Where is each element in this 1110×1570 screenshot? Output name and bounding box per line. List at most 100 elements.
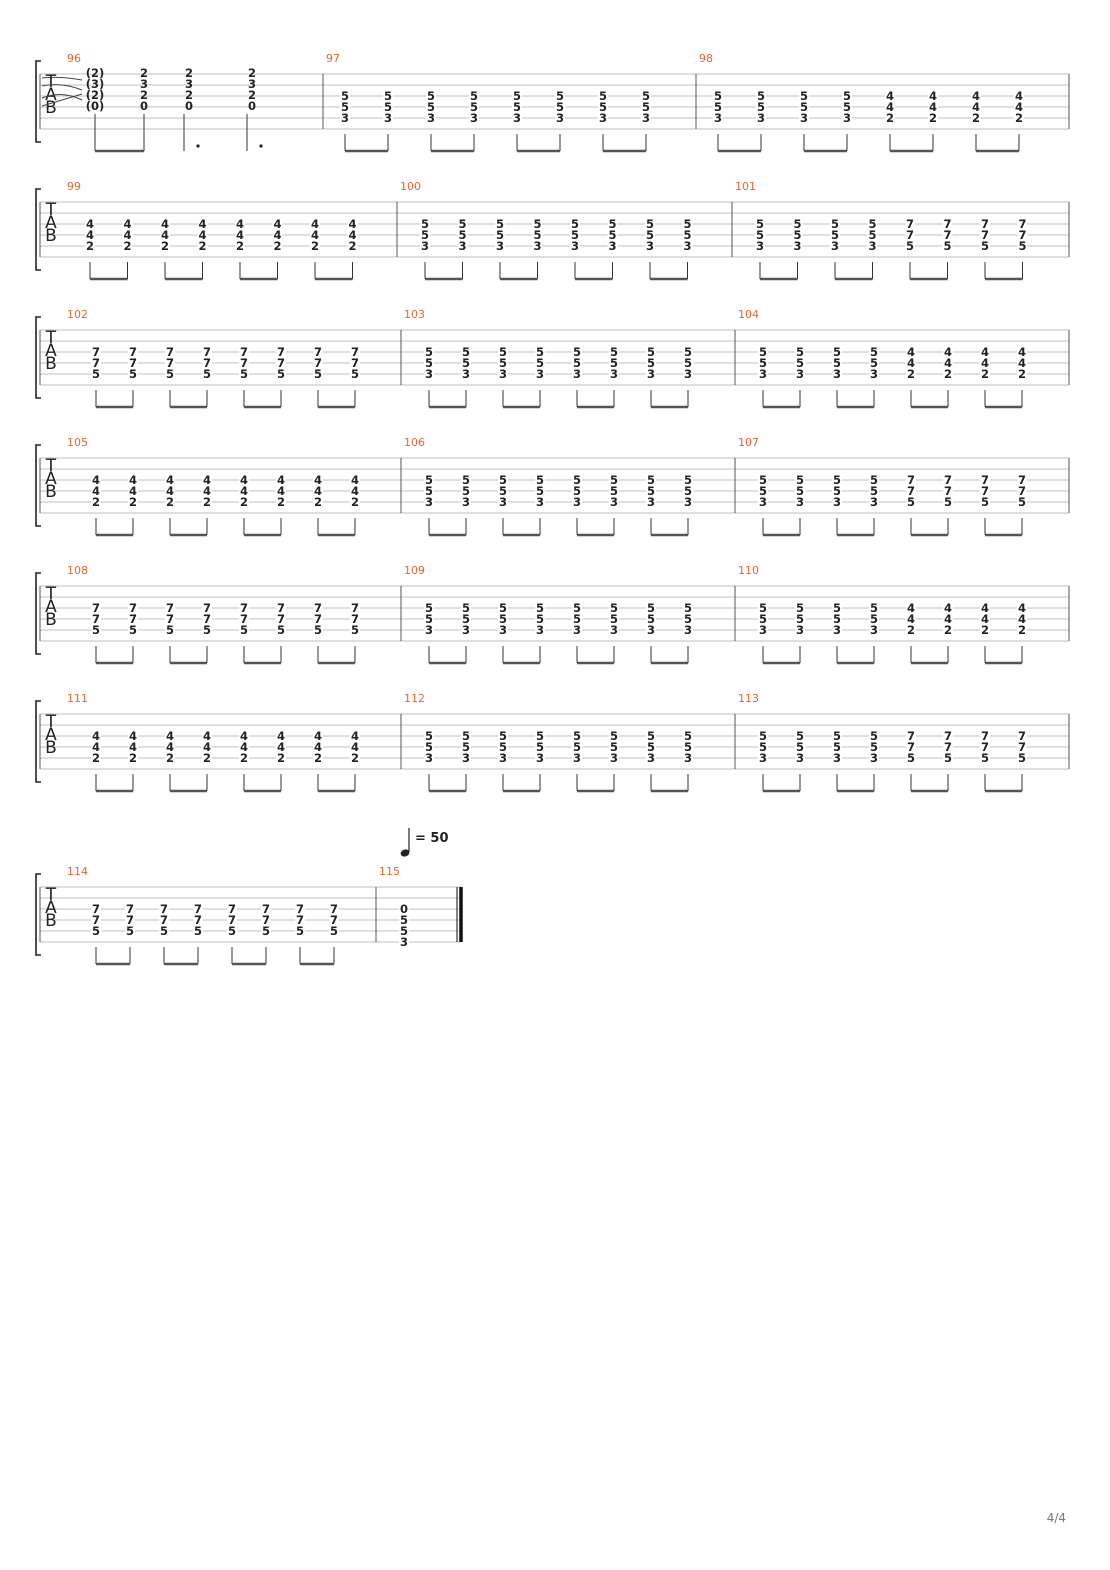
fret-number: 4 — [1018, 345, 1026, 359]
fret-bg — [869, 347, 879, 357]
fret-bg — [235, 219, 245, 229]
fret-bg — [1017, 230, 1028, 240]
fret-number: 5 — [833, 345, 841, 359]
fret-bg — [555, 113, 565, 123]
fret-number: 5 — [166, 623, 174, 637]
fret-bg — [572, 603, 582, 613]
fret-bg — [313, 753, 323, 763]
fret-number: 5 — [126, 924, 134, 938]
fret-bg — [197, 241, 208, 251]
fret-number: 5 — [796, 356, 804, 370]
fret-number: 7 — [907, 740, 915, 754]
fret-bg — [832, 475, 842, 485]
fret-number: 2 — [86, 239, 94, 253]
fret-number: 3 — [684, 623, 692, 637]
fret-bg — [165, 497, 175, 507]
fret-number: 5 — [647, 356, 655, 370]
fret-number: 5 — [470, 100, 478, 114]
fret-number: 3 — [533, 239, 541, 253]
fret-number: 7 — [92, 345, 100, 359]
fret-number: 3 — [610, 751, 618, 765]
fret-bg — [128, 625, 138, 635]
fret-number: 7 — [203, 612, 211, 626]
fret-bg — [461, 614, 471, 624]
fret-number: 5 — [160, 924, 168, 938]
fret-bg — [165, 731, 175, 741]
fret-bg — [128, 486, 138, 496]
fret-number: 3 — [646, 239, 654, 253]
fret-number: 5 — [714, 100, 722, 114]
fret-bg — [943, 753, 953, 763]
fret-bg — [313, 358, 323, 368]
fret-number: 5 — [831, 228, 839, 242]
fret-bg — [756, 102, 766, 112]
fret-bg — [755, 230, 765, 240]
fret-bg — [461, 486, 471, 496]
fret-bg — [795, 731, 805, 741]
fret-number: 4 — [161, 228, 169, 242]
fret-number: 5 — [870, 356, 878, 370]
fret-bg — [683, 603, 693, 613]
fret-number: 4 — [972, 89, 980, 103]
fret-bg — [295, 915, 305, 925]
fret-bg — [645, 241, 655, 251]
fret-bg — [980, 219, 990, 229]
fret-number: 5 — [759, 740, 767, 754]
fret-bg — [165, 603, 175, 613]
fret-bg — [869, 614, 879, 624]
fret-bg — [495, 230, 505, 240]
fret-bg — [498, 475, 508, 485]
fret-number: 3 — [573, 623, 581, 637]
fret-bg — [239, 603, 249, 613]
fret-bg — [598, 113, 608, 123]
fret-number: 5 — [425, 740, 433, 754]
fret-bg — [792, 230, 803, 240]
fret-bg — [683, 742, 693, 752]
fret-number: 5 — [513, 100, 521, 114]
fret-bg — [424, 753, 434, 763]
fret-bg — [683, 347, 693, 357]
fret-number: 2 — [886, 111, 894, 125]
fret-number: 5 — [647, 729, 655, 743]
fret-bg — [239, 614, 249, 624]
fret-bg — [641, 102, 651, 112]
fret-bg — [799, 102, 809, 112]
fret-number: 5 — [499, 740, 507, 754]
fret-bg — [906, 347, 916, 357]
fret-number: 3 — [759, 495, 767, 509]
fret-number: 7 — [314, 356, 322, 370]
fret-number: 5 — [536, 612, 544, 626]
fret-number: 3 — [470, 111, 478, 125]
fret-number: 5 — [843, 89, 851, 103]
fret-bg — [758, 731, 768, 741]
fret-number: 5 — [943, 239, 951, 253]
fret-bg — [1014, 91, 1024, 101]
fret-number: 3 — [684, 751, 692, 765]
fret-bg — [193, 915, 203, 925]
tab-clef-letter: A — [45, 341, 57, 361]
measure-number: 102 — [67, 308, 88, 321]
fret-number: 7 — [166, 356, 174, 370]
fret-bg — [128, 369, 138, 379]
fret-bg — [313, 603, 323, 613]
fret-bg — [227, 904, 237, 914]
fret-bg — [426, 91, 436, 101]
fret-bg — [799, 91, 809, 101]
fret-number: 5 — [756, 228, 764, 242]
fret-number: 4 — [203, 729, 211, 743]
fret-bg — [572, 369, 582, 379]
fret-bg — [128, 497, 138, 507]
fret-number: 5 — [573, 484, 581, 498]
fret-number: 5 — [610, 473, 618, 487]
fret-number: 4 — [129, 729, 137, 743]
fret-number: 3 — [683, 239, 691, 253]
measure-number: 105 — [67, 436, 88, 449]
measure-number: 115 — [379, 865, 400, 878]
fret-number: 5 — [556, 100, 564, 114]
fret-bg — [202, 625, 212, 635]
fret-bg — [830, 219, 840, 229]
fret-bg — [125, 926, 135, 936]
fret-bg — [512, 113, 522, 123]
fret-bg — [869, 475, 879, 485]
fret-bg — [906, 742, 916, 752]
